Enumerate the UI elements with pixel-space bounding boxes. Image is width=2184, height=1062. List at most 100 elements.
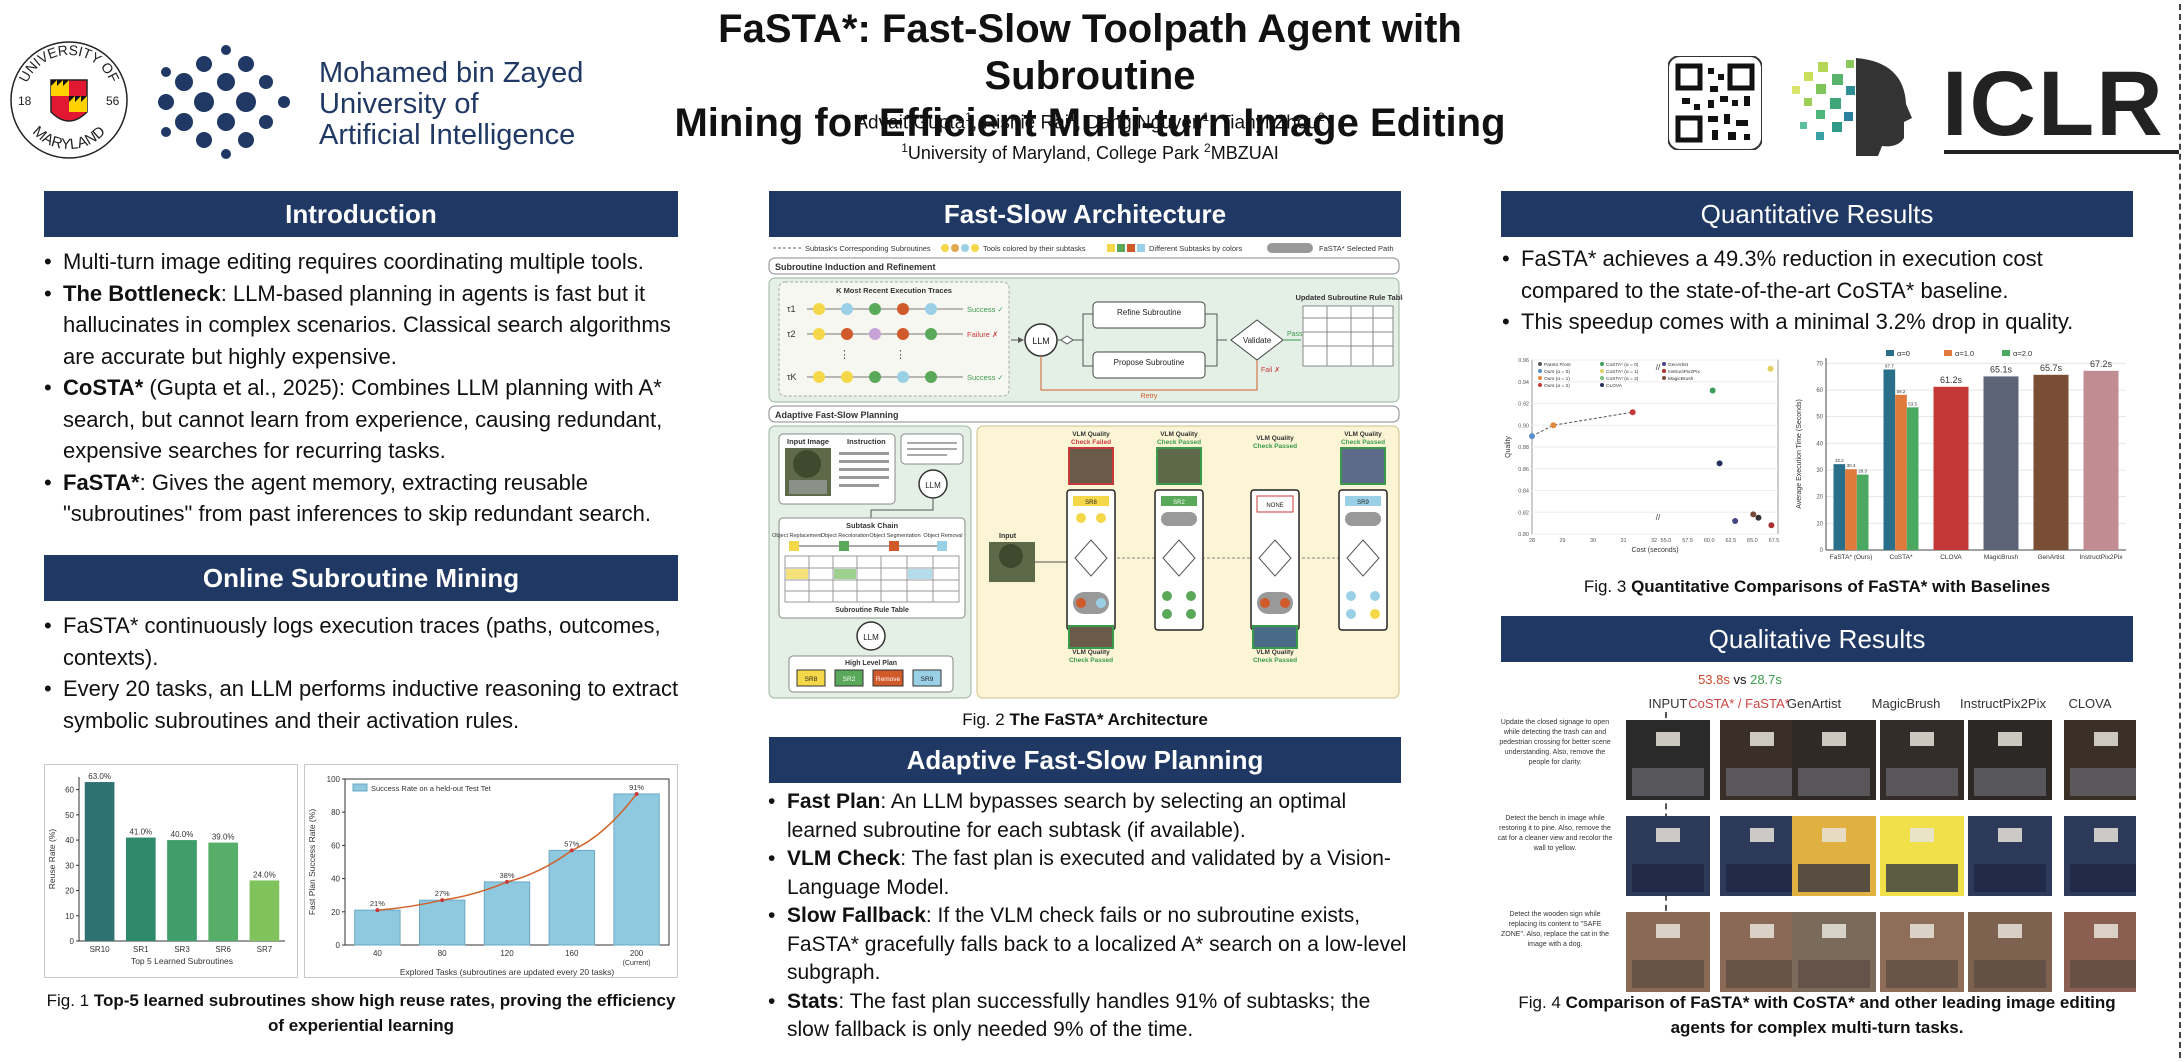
bar-value-label: 41.0% <box>129 828 152 837</box>
svg-text:Check Passed: Check Passed <box>1253 443 1297 450</box>
legend-label: CoSTA* (α = 2) <box>1606 376 1639 382</box>
y-tick-label: 70 <box>1816 361 1823 367</box>
thumbnail-detail <box>1750 732 1774 746</box>
svg-text:K Most Recent Execution Traces: K Most Recent Execution Traces <box>836 286 952 295</box>
col-header-clova: CLOVA <box>2068 696 2112 711</box>
y-tick-label: 10 <box>65 912 74 921</box>
trend-point <box>440 898 445 903</box>
thumbnail-detail <box>1798 960 1870 988</box>
svg-text:Subtask Chain: Subtask Chain <box>846 521 899 530</box>
svg-text:τK: τK <box>787 372 797 382</box>
x-tick-label: 62.5 <box>1725 538 1736 544</box>
bar-200 <box>613 793 660 946</box>
y-axis-label: Average Execution Time (Seconds) <box>1796 399 1803 509</box>
svg-text:VLM Quality: VLM Quality <box>1072 649 1110 656</box>
affiliations: 1University of Maryland, College Park 2M… <box>901 141 1279 163</box>
y-tick-label: 80 <box>331 808 340 817</box>
svg-text:Pass: Pass <box>1287 331 1303 338</box>
y-axis-label: Reuse Rate (%) <box>47 829 57 890</box>
bar-value-label: 65.1s <box>1990 364 2013 374</box>
x-tick-label: SR7 <box>257 945 273 954</box>
bar-costa--2 <box>1906 407 1919 550</box>
legend-label: Success Rate on a held-out Test Tet <box>371 784 492 793</box>
thumbnail-detail <box>1910 924 1934 938</box>
legend-label: CoSTA* (α = 0) <box>1606 362 1639 368</box>
svg-text:Instruction: Instruction <box>847 437 886 446</box>
qr-code-icon[interactable] <box>1667 55 1763 151</box>
legend-marker <box>1600 369 1604 373</box>
thumbnail-detail <box>2094 732 2118 746</box>
mbzuai-logo-mark <box>146 42 306 162</box>
svg-text:Input: Input <box>999 533 1017 540</box>
svg-text:Check Passed: Check Passed <box>1069 657 1113 664</box>
svg-text:Retry: Retry <box>1141 393 1158 400</box>
thumbnail-detail <box>1726 768 1798 796</box>
legend-marker <box>1600 376 1604 380</box>
svg-text:Success ✓: Success ✓ <box>967 373 1004 382</box>
bar-value-label: 67.2s <box>2090 359 2113 369</box>
iclr-logo: ICLR <box>1942 53 2165 155</box>
bar-value-label: 53.5 <box>1908 401 1917 406</box>
legend-label: MagicBrush <box>1668 376 1694 382</box>
timing-comparison: 53.8s vs 28.7s <box>1698 672 1782 687</box>
quant-body: FaSTA* achieves a 49.3% reduction in exe… <box>1502 243 2142 338</box>
legend-label: CoSTA* (α = 1) <box>1606 369 1639 375</box>
x-tick-label: SR1 <box>133 945 149 954</box>
legend-marker <box>1538 362 1542 366</box>
thumbnail-detail <box>1998 828 2022 842</box>
svg-text:Subroutine Rule Table: Subroutine Rule Table <box>835 607 909 614</box>
thumbnail-detail <box>1750 924 1774 938</box>
y-tick-label: 0 <box>70 937 75 946</box>
pareto-front <box>1531 411 1633 437</box>
quant-bullet-1: FaSTA* achieves a 49.3% reduction in exe… <box>1502 243 2142 306</box>
x-tick-label: 57.5 <box>1682 538 1693 544</box>
x-tick-label: SR3 <box>174 945 190 954</box>
bar-value-label: 61.2s <box>1940 375 1963 385</box>
y-tick-label: 0.92 <box>1518 402 1529 408</box>
svg-text:56: 56 <box>106 94 120 108</box>
planning-bullet-1: Fast Plan: An LLM bypasses search by sel… <box>768 788 1408 845</box>
x-tick-label: 31 <box>1620 538 1626 544</box>
thumbnail-detail <box>1998 924 2022 938</box>
legend-label: GenArtist <box>1668 362 1689 368</box>
legend-marker <box>1662 369 1666 373</box>
bar-fasta-ours--2 <box>1856 474 1869 550</box>
y-tick-label: 40 <box>65 836 74 845</box>
author-list: Advait Gupta1, Rishie Raj1, Dang Nguyen1… <box>855 110 1325 134</box>
legend-label: CLOVA <box>1606 383 1623 389</box>
bar-fasta-ours--0 <box>1833 464 1846 550</box>
svg-text:VLM Quality: VLM Quality <box>1072 431 1110 438</box>
legend-label: Ours (α = 2) <box>1544 383 1570 389</box>
bar-costa--1 <box>1895 394 1907 550</box>
svg-text:Check Passed: Check Passed <box>1253 657 1297 664</box>
section-header-quantitative-results: Quantitative Results <box>1501 191 2133 237</box>
y-tick-label: 20 <box>331 908 340 917</box>
intro-bullet-2: The Bottleneck: LLM-based planning in ag… <box>44 278 684 373</box>
point-ours-0- <box>1529 433 1535 440</box>
legend-marker <box>1662 376 1666 380</box>
x-axis-label: Explored Tasks (subroutines are updated … <box>400 967 615 977</box>
intro-bullet-3: CoSTA* (Gupta et al., 2025): Combines LL… <box>44 372 684 467</box>
poster-title: FaSTA*: Fast-Slow Toolpath Agent with Su… <box>674 7 1506 145</box>
x-tick-label: MagicBrush <box>1984 554 2019 561</box>
bar-sr6 <box>208 842 239 941</box>
trend-point <box>569 848 574 853</box>
mining-body: FaSTA* continuously logs execution trace… <box>44 610 684 736</box>
col-header-costa-fasta: CoSTA* / FaSTA* <box>1688 696 1790 711</box>
y-axis-label: Fast Plan Success Rate (%) <box>307 809 317 915</box>
iclr-underline <box>1944 150 2179 154</box>
x-tick-label: 80 <box>438 949 447 958</box>
bar-sr7 <box>249 880 280 941</box>
bar-value-label: 38% <box>499 871 514 880</box>
bar-sr1 <box>125 837 156 941</box>
x-tick-label: SR10 <box>90 945 111 954</box>
y-tick-label: 40 <box>331 875 340 884</box>
point-costa- <box>1709 387 1716 394</box>
thumbnail-detail <box>1910 732 1934 746</box>
y-tick-label: 50 <box>65 811 74 820</box>
y-tick-label: 20 <box>1816 495 1823 501</box>
svg-text:⋮: ⋮ <box>839 349 850 361</box>
planning-bullet-3: Slow Fallback: If the VLM check fails or… <box>768 902 1408 988</box>
y-tick-label: 0 <box>336 941 341 950</box>
bar-value-label: 57% <box>564 839 579 848</box>
